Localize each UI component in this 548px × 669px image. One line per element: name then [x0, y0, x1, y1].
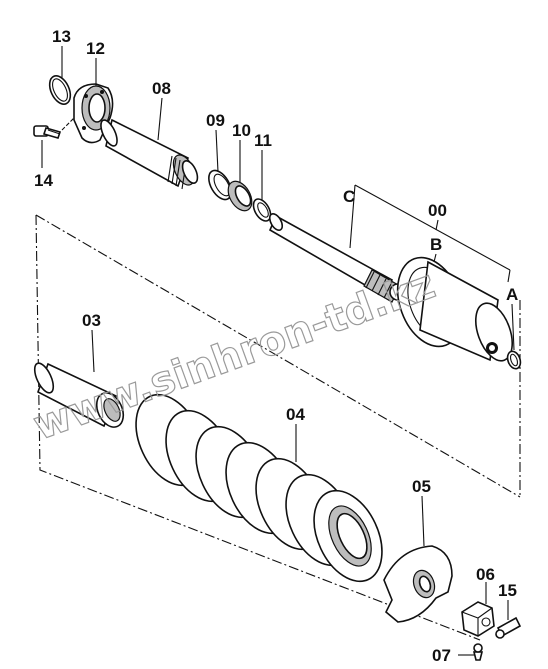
- part-00-rod-assembly: [268, 213, 514, 362]
- part-04-coil-spring: [135, 393, 383, 583]
- label-12: 12: [86, 39, 105, 58]
- label-07: 07: [432, 646, 451, 665]
- label-06: 06: [476, 565, 495, 584]
- label-10: 10: [232, 121, 251, 140]
- label-09: 09: [206, 111, 225, 130]
- part-05-seat-plate: [383, 545, 453, 623]
- part-11-ring: [252, 198, 272, 222]
- label-05: 05: [412, 477, 431, 496]
- assembly-bracket: [35, 184, 521, 641]
- label-14: 14: [34, 171, 53, 190]
- part-a-o-ring: [506, 350, 522, 370]
- label-c: C: [343, 187, 355, 206]
- part-07-plug: [472, 643, 484, 661]
- part-09-ring: [208, 169, 232, 201]
- label-08: 08: [152, 79, 171, 98]
- label-15: 15: [498, 581, 517, 600]
- part-13-o-ring: [48, 75, 72, 105]
- label-00: 00: [428, 201, 447, 220]
- part-08-cylinder: [100, 118, 199, 190]
- part-10-ring: [227, 180, 253, 212]
- label-13: 13: [52, 27, 71, 46]
- part-15-grease-fitting: [495, 616, 522, 639]
- part-03-spacer-tube: [33, 362, 125, 428]
- label-11: 11: [254, 131, 272, 150]
- label-03: 03: [82, 311, 101, 330]
- part-labels: 13 12 14 08 09 10 11 C 00 B A 03 04 05 0…: [34, 27, 518, 665]
- part-14-bolt: [33, 125, 62, 139]
- label-a: A: [506, 285, 518, 304]
- label-04: 04: [286, 405, 305, 424]
- leader-lines: [41, 46, 515, 656]
- watermark: www.sinhron-td.kz: [28, 261, 441, 449]
- part-06-hex-nut: [461, 601, 495, 637]
- label-b: B: [430, 235, 442, 254]
